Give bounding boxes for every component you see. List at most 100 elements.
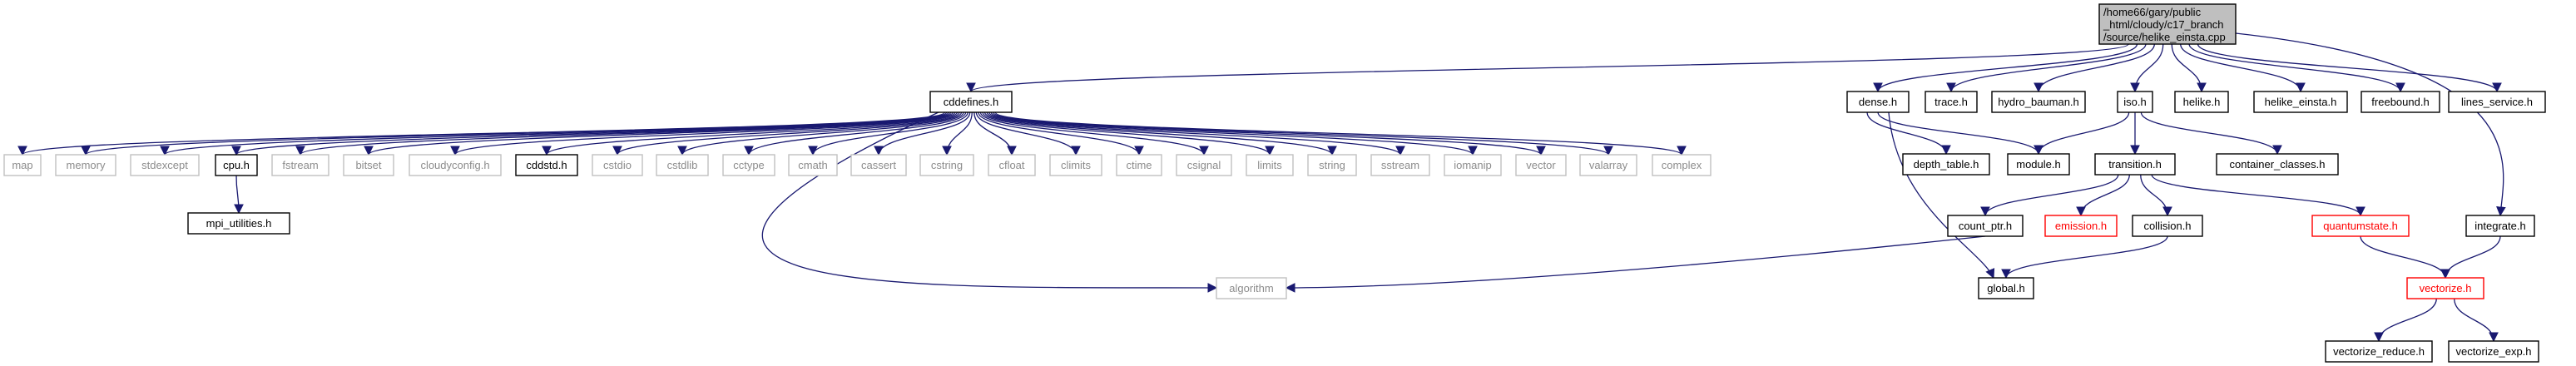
node-label: vector [1526, 159, 1556, 171]
node-box [2311, 215, 2410, 237]
node-vectorize-h[interactable]: vectorize.h [2406, 277, 2484, 299]
node-label: emission.h [2055, 220, 2107, 232]
node-label: transition.h [2108, 158, 2162, 171]
node-box [1925, 91, 1978, 113]
node-box [1116, 154, 1162, 176]
node-box [2007, 153, 2070, 176]
node-freebound-h[interactable]: freebound.h [2361, 91, 2440, 113]
node-box [788, 154, 838, 176]
node-global-h[interactable]: global.h [1978, 277, 2034, 299]
node-helike-h[interactable]: helike.h [2174, 91, 2229, 113]
node-helike-einsta-h[interactable]: helike_einsta.h [2253, 91, 2348, 113]
node-box [1846, 91, 1910, 113]
edge-iso-h-to-module-h [2034, 111, 2130, 156]
node-count-ptr-h[interactable]: count_ptr.h [1947, 215, 2024, 237]
node-box [55, 154, 116, 176]
node-dense-h[interactable]: dense.h [1846, 91, 1910, 113]
edge-cddefines-h-to-cstring [942, 111, 973, 156]
node-depth-table-h[interactable]: depth_table.h [1902, 153, 1990, 176]
edge-cddefines-h-to-iomanip [988, 111, 1478, 156]
node-string: string [1307, 154, 1357, 176]
node-label: bitset [355, 159, 381, 171]
node-cpu-h[interactable]: cpu.h [215, 154, 258, 176]
node-box [130, 154, 200, 176]
node-box [1652, 154, 1712, 176]
node-box [2117, 91, 2153, 113]
node-cmath: cmath [788, 154, 838, 176]
edge-collision-h-to-global-h [2001, 235, 2168, 279]
node-label: integrate.h [2474, 220, 2525, 232]
node-label: algorithm [1229, 282, 1273, 294]
node-iomanip: iomanip [1444, 154, 1502, 176]
node-label: global.h [1987, 282, 2025, 294]
node-cddefines-h[interactable]: cddefines.h [929, 91, 1013, 113]
node-algorithm: algorithm [1216, 277, 1287, 299]
node-box [2044, 215, 2118, 237]
node-quantumstate-h[interactable]: quantumstate.h [2311, 215, 2410, 237]
node-box [2253, 91, 2348, 113]
edge-integrate-h-to-vectorize-h [2440, 235, 2501, 279]
node-valarray: valarray [1579, 154, 1637, 176]
node-label: trace.h [1934, 96, 1968, 108]
edge-cddefines-h-to-cmath [808, 111, 968, 156]
edge-root-to-hydro-bauman-h [2034, 43, 2155, 93]
node-label: cstdlib [667, 159, 698, 171]
node-box [850, 154, 907, 176]
edge-dense-h-to-module-h [1877, 111, 2043, 156]
node-label: count_ptr.h [1959, 220, 2012, 232]
node-label: stdexcept [141, 159, 188, 171]
edge-cddefines-h-to-cstdio [612, 111, 963, 156]
node-label: csignal [1187, 159, 1221, 171]
node-label: iomanip [1454, 159, 1492, 171]
root-label-line: /source/helike_einsta.cpp [2103, 31, 2226, 43]
edge-cddefines-h-to-cfloat [973, 111, 1017, 156]
edge-root-to-iso-h [2130, 43, 2164, 93]
node-container-classes-h[interactable]: container_classes.h [2216, 153, 2339, 176]
node-mpi-utilities-h[interactable]: mpi_utilities.h [187, 212, 290, 235]
node-fstream: fstream [271, 154, 329, 176]
node-vectorize-exp-h[interactable]: vectorize_exp.h [2448, 340, 2539, 363]
edge-cddefines-h-to-bitset [364, 111, 956, 156]
node-integrate-h[interactable]: integrate.h [2465, 215, 2535, 237]
node-label: vectorize_reduce.h [2333, 345, 2425, 358]
node-iso-h[interactable]: iso.h [2117, 91, 2153, 113]
node-cddstd-h[interactable]: cddstd.h [515, 154, 578, 176]
node-box [2216, 153, 2339, 176]
node-label: iso.h [2123, 96, 2146, 108]
node-label: fstream [282, 159, 318, 171]
node-collision-h[interactable]: collision.h [2132, 215, 2203, 237]
include-edges [17, 32, 2506, 343]
edge-root-to-cddefines-h [966, 43, 2129, 93]
file-nodes: /home66/gary/public_html/cloudy/c17_bran… [3, 3, 2546, 363]
edge-cddefines-h-to-algorithm [761, 111, 1218, 293]
edge-cddefines-h-to-valarray [993, 111, 1613, 156]
node-vector: vector [1515, 154, 1567, 176]
node-label: valarray [1589, 159, 1628, 171]
edge-cddefines-h-to-cpu-h [231, 111, 952, 156]
edge-transition-h-to-quantumstate-h [2151, 174, 2365, 217]
node-box [2325, 340, 2433, 363]
edge-root-to-integrate-h [2235, 32, 2506, 217]
node-trace-h[interactable]: trace.h [1925, 91, 1978, 113]
node-vectorize-reduce-h[interactable]: vectorize_reduce.h [2325, 340, 2433, 363]
node-label: limits [1257, 159, 1282, 171]
node-lines-service-h[interactable]: lines_service.h [2448, 91, 2546, 113]
node-root[interactable]: /home66/gary/public_html/cloudy/c17_bran… [2098, 3, 2237, 45]
node-label: collision.h [2143, 220, 2191, 232]
node-box [988, 154, 1036, 176]
node-label: dense.h [1859, 96, 1897, 108]
node-hydro-bauman-h[interactable]: hydro_bauman.h [1991, 91, 2086, 113]
node-limits: limits [1246, 154, 1294, 176]
edge-count-ptr-h-to-algorithm [1285, 235, 1986, 293]
node-label: quantumstate.h [2323, 220, 2398, 232]
node-transition-h[interactable]: transition.h [2094, 153, 2176, 176]
node-memory: memory [55, 154, 116, 176]
node-label: ctime [1126, 159, 1152, 171]
node-box [2448, 340, 2539, 363]
edge-root-to-lines-service-h [2197, 43, 2502, 93]
node-module-h[interactable]: module.h [2007, 153, 2070, 176]
node-emission-h[interactable]: emission.h [2044, 215, 2118, 237]
node-label: cstdio [603, 159, 632, 171]
edge-cddefines-h-to-limits [982, 111, 1275, 156]
